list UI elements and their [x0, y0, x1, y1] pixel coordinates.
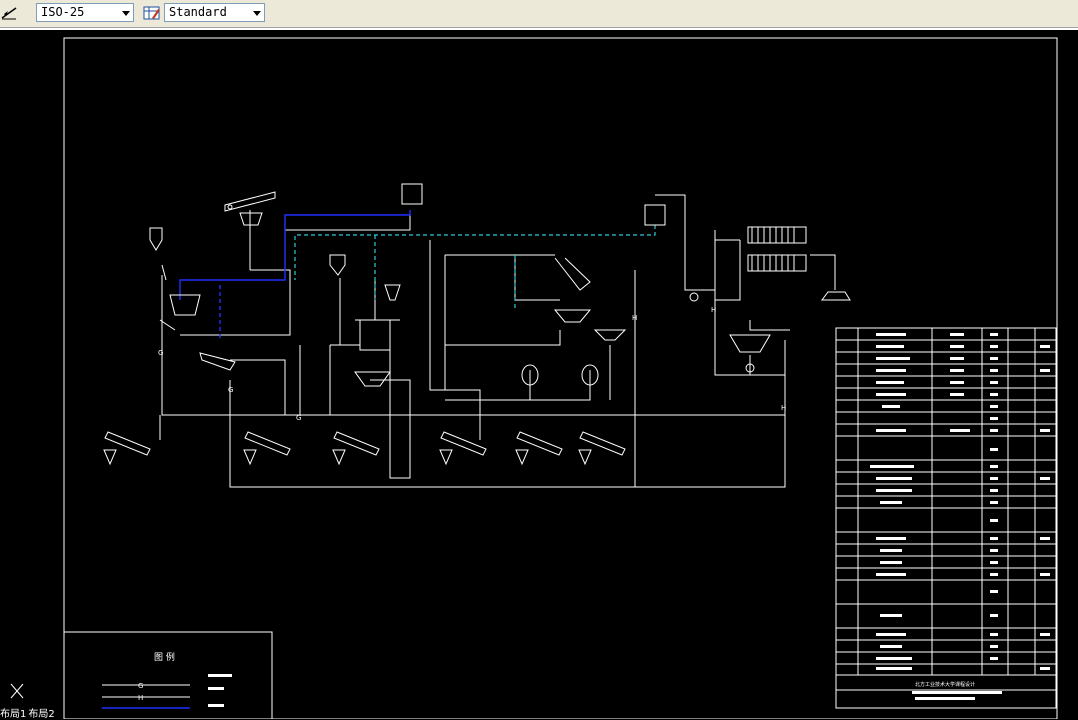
table-style-select[interactable]: Standard	[164, 3, 265, 22]
drawing-frame	[0, 28, 1078, 719]
equipment-table-cells	[870, 333, 1050, 700]
dimension-style-value: ISO-25	[41, 5, 85, 19]
drawing-canvas[interactable]: G G G H H H	[0, 28, 1078, 719]
pipe-label-g: G	[228, 386, 233, 394]
equipment-table	[835, 327, 1057, 709]
bottom-conveyors	[103, 431, 626, 466]
legend-captions	[208, 674, 232, 707]
styles-toolbar: ISO-25 Standard	[0, 0, 1078, 28]
legend-line-g: G	[138, 682, 143, 690]
process-equipment	[103, 183, 851, 466]
pipe-labels: G G G H H H	[158, 306, 786, 422]
pipe-label-g: G	[158, 349, 163, 357]
title-block-org: 北方工业技术大学课程设计	[915, 681, 975, 688]
cyan-pipe-line	[294, 225, 656, 310]
dimension-style-icon[interactable]	[0, 5, 18, 21]
pipe-label-h: H	[632, 314, 637, 322]
table-style-icon[interactable]	[143, 5, 161, 21]
chevron-down-icon[interactable]	[253, 11, 261, 16]
legend-box	[64, 631, 273, 719]
pipe-label-h: H	[781, 404, 786, 412]
legend-title: 图 例	[154, 651, 175, 663]
pipe-label-g: G	[296, 414, 301, 422]
chevron-down-icon[interactable]	[122, 11, 130, 16]
pipe-label-h: H	[711, 306, 716, 314]
tab-layout-1[interactable]: 布局1	[0, 709, 27, 720]
table-style-value: Standard	[169, 5, 227, 19]
tab-layout-2[interactable]: 布局2	[28, 709, 55, 720]
dimension-style-select[interactable]: ISO-25	[36, 3, 134, 22]
ucs-icon	[10, 683, 24, 699]
blue-pipe-line	[179, 210, 411, 340]
legend-line-h: H	[138, 694, 143, 702]
